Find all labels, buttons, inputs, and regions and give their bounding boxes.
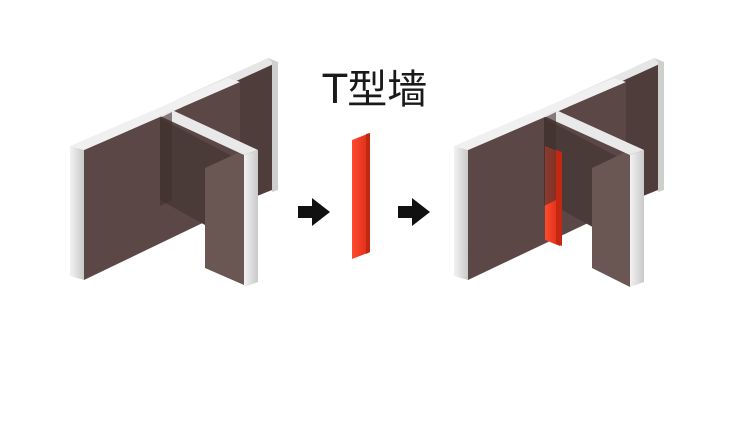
back-wall-side (654, 58, 664, 192)
arrow-right-icon (298, 198, 330, 226)
back-wall-side (268, 58, 278, 192)
stem-wall-end (630, 150, 644, 287)
t-wall-before (70, 58, 278, 287)
installed-red-panel-edge (556, 150, 562, 246)
stem-wall-face (205, 150, 244, 285)
stem-shadow (544, 112, 556, 206)
t-wall-after (454, 58, 664, 287)
main-wall-top (454, 78, 626, 150)
stem-shadow (160, 112, 172, 206)
arrow-right-icon (398, 198, 430, 226)
diagram-title: T型墙 (322, 67, 428, 113)
red-insert-panel (352, 133, 370, 259)
main-wall-left-edge (70, 146, 84, 280)
stem-wall-face (592, 150, 630, 287)
stem-wall-top (544, 110, 644, 155)
stem-wall-top (160, 110, 258, 155)
main-wall-left-edge (454, 146, 468, 280)
stem-wall-end (244, 150, 258, 287)
main-wall-top (70, 78, 240, 150)
